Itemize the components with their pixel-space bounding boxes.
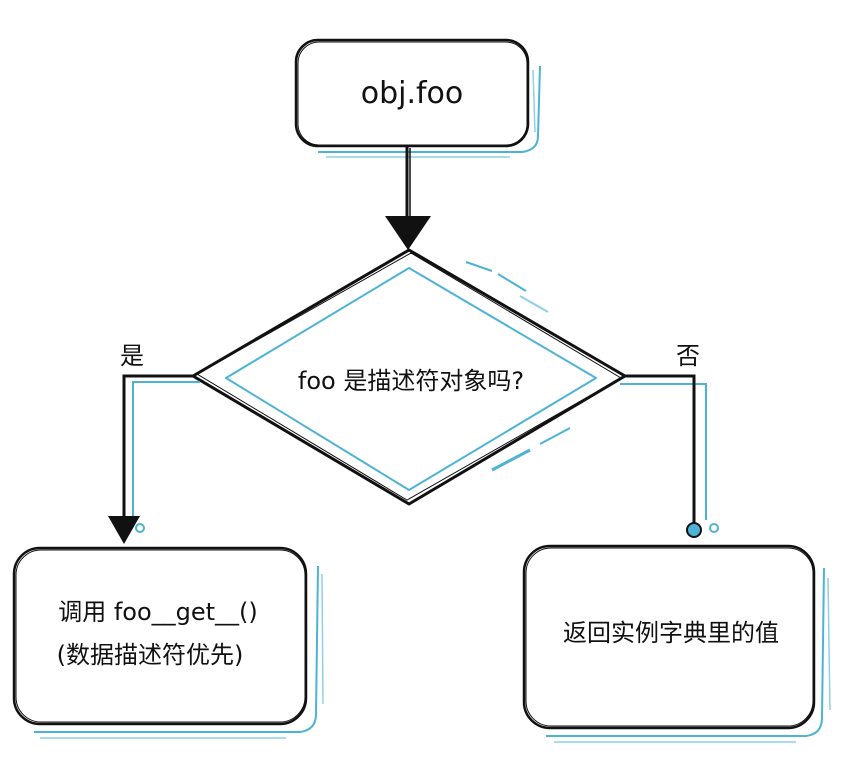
- no-branch-line: [625, 374, 696, 524]
- yes-result-box-sketch: [15, 549, 306, 723]
- no-result-accent-shadow: [546, 567, 825, 737]
- no-branch-end-dot: [686, 522, 702, 538]
- yes-result-line-1: 调用 foo__get__(): [58, 598, 258, 626]
- no-branch-label: 否: [676, 342, 700, 370]
- yes-branch-line: [122, 374, 193, 520]
- start-node-box-sketch: [297, 41, 528, 146]
- decision-label: foo 是描述符对象吗?: [298, 367, 524, 395]
- no-branch-accent-line: [620, 383, 707, 520]
- yes-result-accent-shadow-3: [321, 573, 324, 705]
- start-node-label: obj.foo: [361, 76, 464, 111]
- decision-diamond-inner: [225, 267, 597, 491]
- decision-node: foo 是描述符对象吗?: [191, 248, 627, 506]
- decision-accent-dash-2: [497, 273, 527, 292]
- decision-accent-dash-5: [539, 427, 571, 445]
- yes-branch-accent-dot: [135, 523, 145, 533]
- decision-diamond-outer: [191, 248, 627, 506]
- no-branch-accent-dot: [709, 523, 719, 533]
- no-result-node: 返回实例字典里的值: [522, 544, 831, 743]
- yes-result-box: [12, 546, 308, 726]
- no-result-box: [522, 544, 816, 730]
- no-result-label: 返回实例字典里的值: [563, 619, 779, 647]
- decision-accent-dash-3: [519, 295, 549, 313]
- arrow-start-to-decision-head: [385, 216, 431, 250]
- yes-result-node: 调用 foo__get__() (数据描述符优先): [12, 546, 324, 739]
- decision-diamond-outer-sketch: [196, 252, 622, 501]
- yes-result-accent-shadow: [34, 565, 319, 733]
- yes-branch-arrow-head: [108, 516, 140, 544]
- start-node: obj.foo: [294, 38, 541, 158]
- no-branch: 否: [620, 342, 719, 538]
- decision-accent-dash-4: [491, 448, 531, 472]
- yes-branch-accent-line: [132, 381, 200, 520]
- no-result-box-sketch: [525, 547, 814, 727]
- yes-branch: 是: [108, 342, 200, 544]
- start-node-accent-shadow-3: [532, 69, 536, 133]
- start-node-accent-shadow: [318, 65, 541, 153]
- no-result-accent-shadow-3: [827, 577, 831, 711]
- start-node-box: [294, 38, 530, 148]
- arrow-start-to-decision: [385, 146, 431, 250]
- yes-branch-label: 是: [120, 342, 144, 370]
- yes-result-line-2: (数据描述符优先): [57, 641, 244, 669]
- decision-accent-dash-1: [465, 261, 493, 272]
